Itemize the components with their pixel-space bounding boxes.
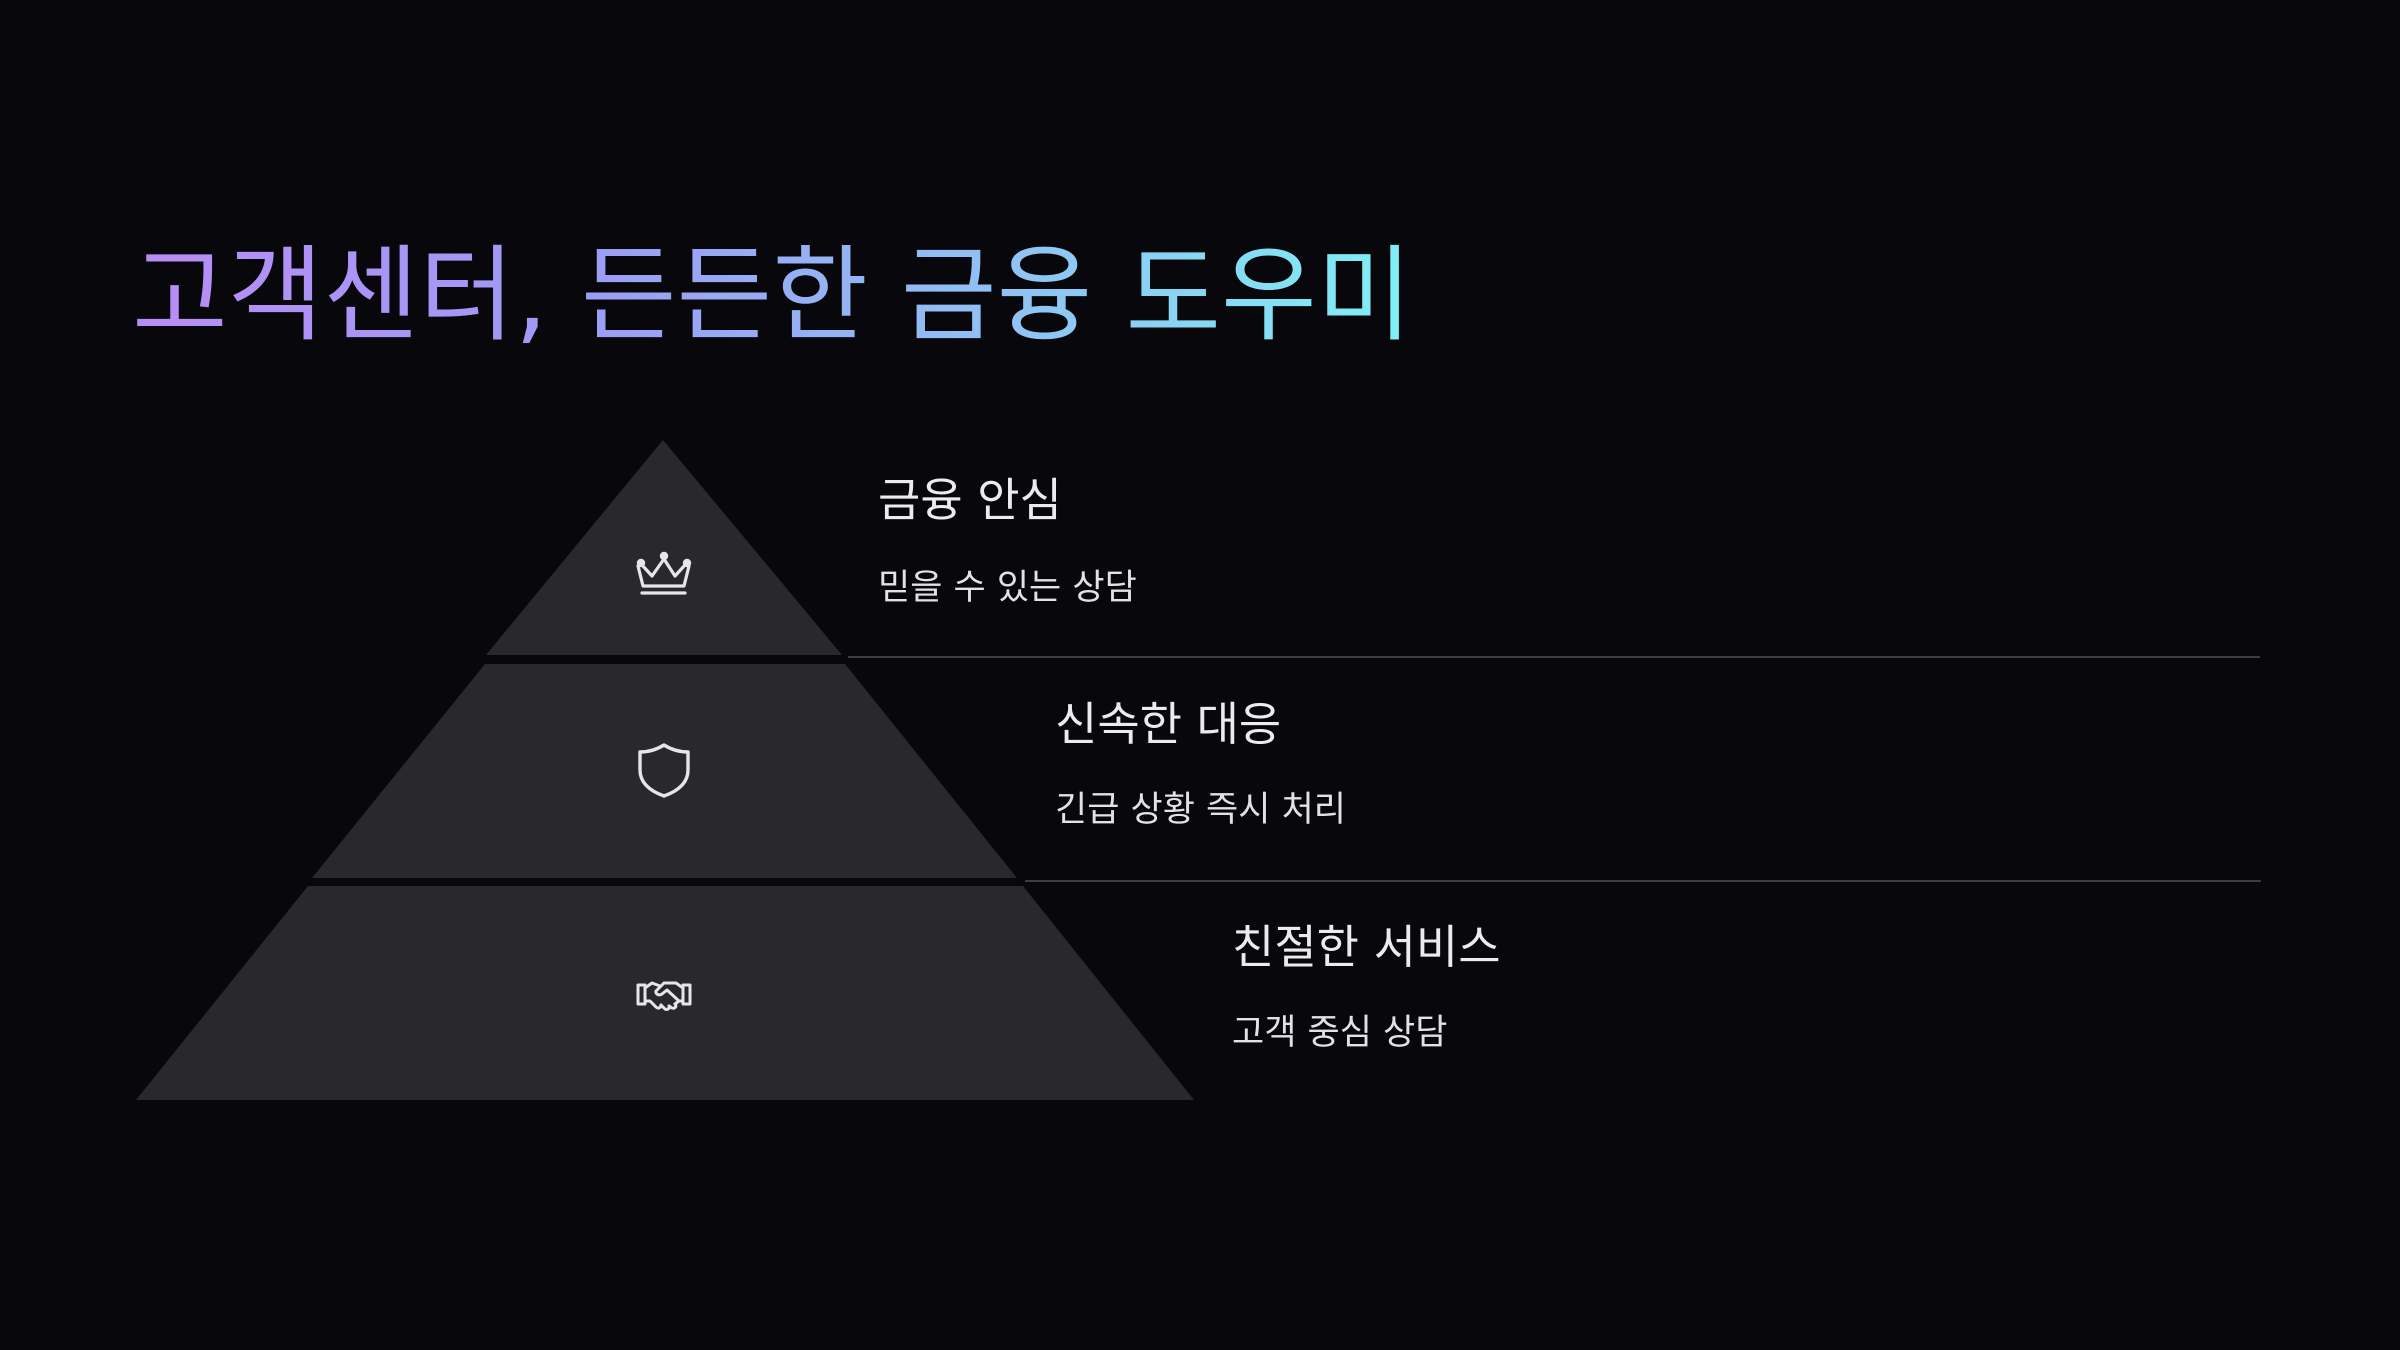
- tier-middle-subtitle: 긴급 상황 즉시 처리: [1055, 790, 1346, 830]
- tier-top-subtitle: 믿을 수 있는 상담: [878, 568, 1137, 608]
- tier-divider: [1025, 880, 2261, 882]
- tier-bottom-heading: 친절한 서비스: [1232, 920, 1501, 974]
- handshake-icon: [636, 981, 692, 1011]
- crown-icon: [636, 551, 692, 595]
- tier-divider: [848, 656, 2260, 658]
- page-title: 고객센터, 든든한 금융 도우미: [132, 234, 1413, 356]
- tier-top-heading: 금융 안심: [878, 473, 1062, 527]
- pyramid-tier-top: [486, 440, 842, 655]
- tier-bottom-subtitle: 고객 중심 상담: [1232, 1013, 1448, 1053]
- shield-icon: [638, 743, 690, 798]
- tier-middle-heading: 신속한 대응: [1055, 697, 1282, 751]
- pyramid-tier-middle: [312, 664, 1017, 878]
